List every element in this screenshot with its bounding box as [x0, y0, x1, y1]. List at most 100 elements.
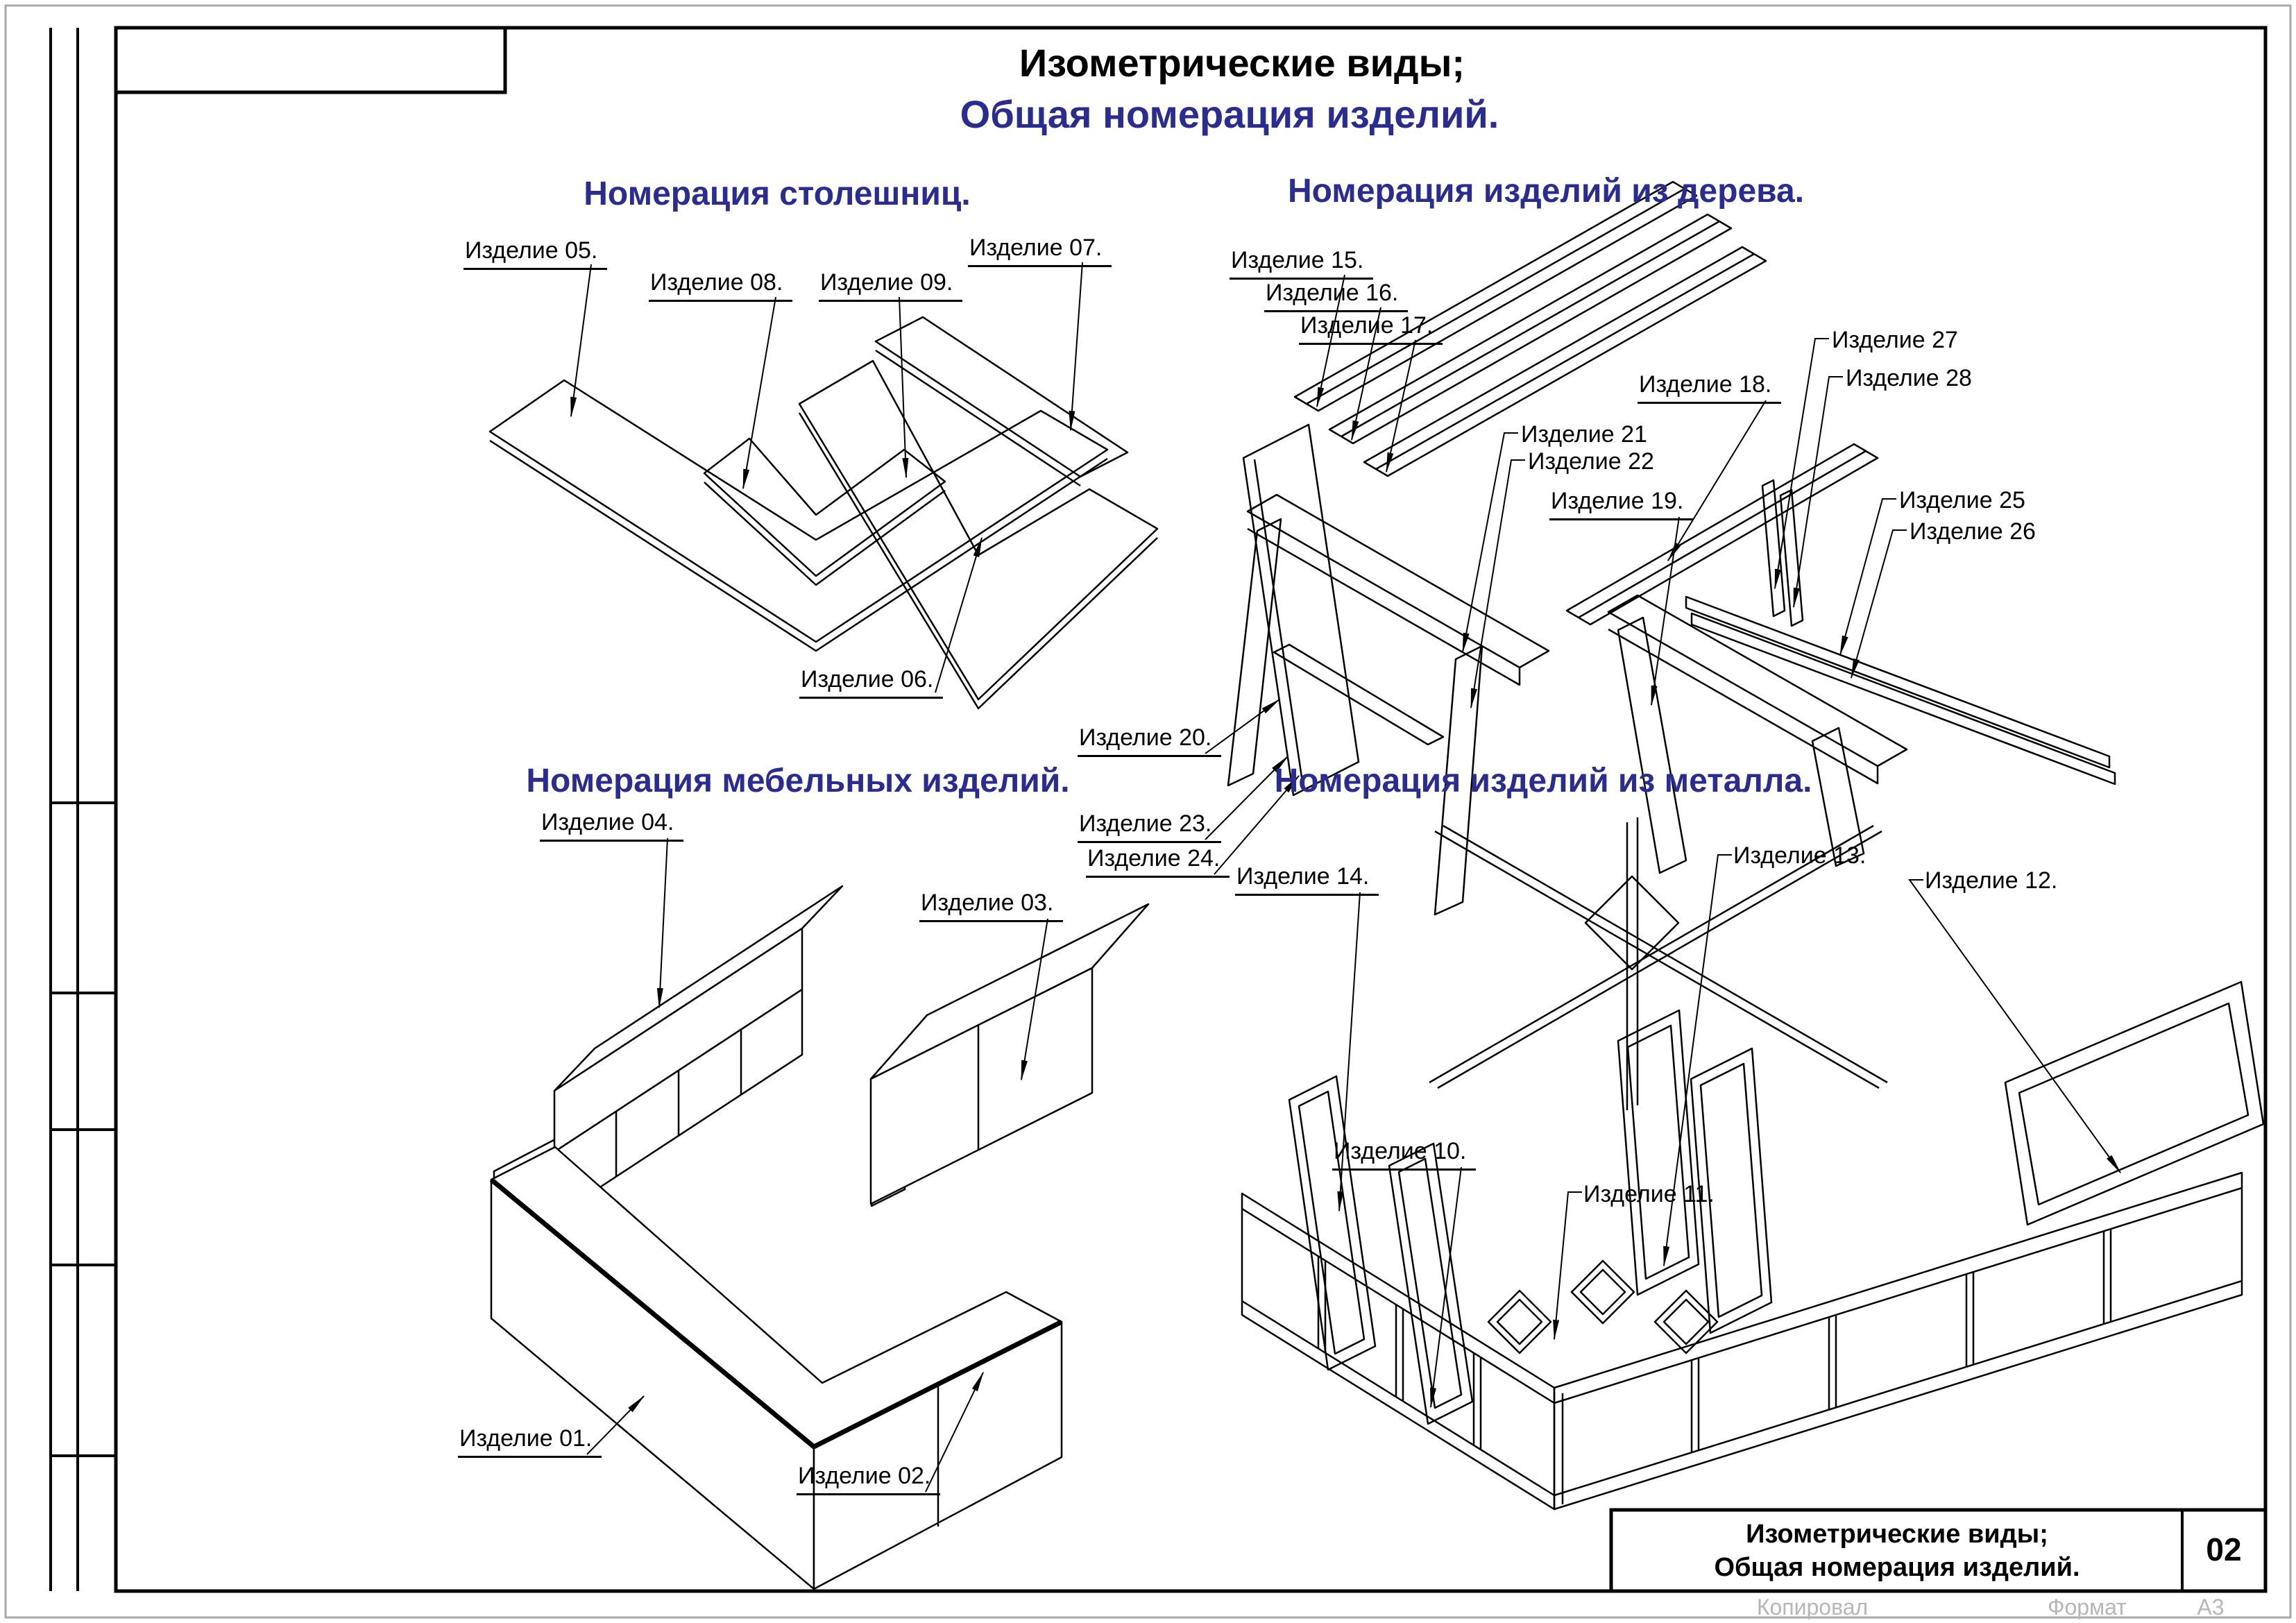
label-izdelie-23: Изделие 23. — [1078, 810, 1222, 844]
main-frame — [114, 26, 2268, 1593]
slab-05-thickness — [489, 439, 1108, 652]
heading-furniture: Номерация мебельных изделий. — [526, 763, 1070, 799]
leader-izdelie-26 — [1851, 529, 1907, 679]
railing-left-rails — [1241, 1207, 1555, 1497]
label-izdelie-03: Изделие 03. — [919, 890, 1064, 923]
trestle-left-beam — [1246, 493, 1550, 669]
label-izdelie-14: Изделие 14. — [1235, 863, 1379, 897]
frame-14-inner — [1298, 1090, 1366, 1355]
cabinet-03-front — [869, 967, 1094, 1205]
title-block-line2: Общая номерация изделий. — [1714, 1553, 2080, 1582]
plank-16 — [1328, 213, 1733, 445]
rail-26 — [1690, 612, 2116, 785]
plank-15 — [1293, 180, 1698, 412]
brace-diamond — [1584, 875, 1680, 971]
leader-izdelie-22 — [1470, 459, 1525, 709]
trestle-right-beam-thickness — [1608, 628, 1879, 785]
page-border — [4, 4, 2292, 1619]
slab-07-thickness — [875, 349, 1081, 487]
leader-izdelie-23 — [1205, 755, 1289, 840]
leader-izdelie-21 — [1462, 432, 1518, 654]
slab-06-thickness — [798, 412, 1158, 710]
leader-izdelie-19 — [1651, 516, 1680, 706]
label-izdelie-26: Изделие 26 — [1910, 518, 2036, 545]
slab-07 — [874, 316, 1129, 478]
plank-15-edge — [1306, 187, 1685, 405]
slab-06 — [798, 359, 1159, 701]
leader-izdelie-05 — [570, 264, 592, 418]
leader-izdelie-20 — [1205, 698, 1281, 754]
tabletop-panel-edge — [1253, 459, 1303, 778]
slab-08-09 — [703, 437, 946, 577]
railing-left-posts — [1317, 1256, 1482, 1450]
label-izdelie-12: Изделие 12. — [1925, 867, 2058, 894]
leader-izdelie-17 — [1386, 339, 1416, 473]
leader-izdelie-09 — [899, 296, 909, 479]
post-27 — [1761, 479, 1786, 618]
frame-13a-outer — [1617, 1009, 1700, 1296]
label-izdelie-06: Изделие 06. — [799, 666, 944, 699]
label-izdelie-24: Изделие 24. — [1086, 845, 1230, 878]
title-block-border — [1609, 1508, 2268, 1593]
label-izdelie-09: Изделие 09. — [819, 269, 963, 303]
leader-izdelie-03 — [1021, 918, 1048, 1081]
frame-14-outer — [1288, 1075, 1377, 1371]
drawing-metal — [1241, 817, 2265, 1511]
leader-izdelie-10 — [1430, 1166, 1462, 1409]
label-izdelie-15: Изделие 15. — [1230, 247, 1374, 280]
leader-izdelie-24 — [1214, 774, 1300, 875]
label-izdelie-18: Изделие 18. — [1638, 371, 1782, 405]
leader-izdelie-08 — [742, 296, 776, 490]
footer-format-value: А3 — [2197, 1595, 2225, 1620]
leader-izdelie-11 — [1553, 1191, 1582, 1341]
trestle-right-leg-back — [1617, 616, 1687, 874]
railing-right-outer — [1553, 1171, 2243, 1511]
label-izdelie-05: Изделие 05. — [464, 237, 608, 271]
sheet-frame — [4, 4, 2292, 1619]
main-title-line2: Общая номерация изделий. — [960, 92, 1499, 136]
label-izdelie-02: Изделие 02. — [797, 1463, 941, 1496]
label-izdelie-07: Изделие 07. — [968, 235, 1112, 268]
label-izdelie-17: Изделие 17. — [1299, 312, 1443, 346]
board-18-edge — [1578, 450, 1866, 619]
label-izdelie-20: Изделие 20. — [1078, 724, 1222, 758]
plank-16-edge — [1341, 220, 1720, 438]
leader-izdelie-15 — [1316, 274, 1345, 408]
leader-izdelie-12 — [1908, 879, 2122, 1174]
label-izdelie-19: Изделие 19. — [1549, 488, 1694, 521]
trestle-left-leg-front — [1434, 645, 1483, 916]
leader-izdelie-06 — [935, 536, 983, 693]
leader-izdelie-25 — [1839, 498, 1896, 656]
sheet-number: 02 — [2206, 1531, 2242, 1567]
board-18 — [1565, 443, 1879, 626]
label-izdelie-11: Изделие 11. — [1583, 1181, 1715, 1207]
label-izdelie-21: Изделие 21 — [1521, 421, 1647, 448]
trestle-right-leg-front — [1811, 726, 1865, 867]
railing-left-outer — [1241, 1192, 1556, 1511]
heading-countertops: Номерация столешниц. — [584, 176, 971, 212]
frame-13b-outer — [1690, 1047, 1773, 1334]
brace-cross — [1429, 824, 1888, 1089]
label-izdelie-25: Изделие 25 — [1899, 487, 2025, 513]
leader-izdelie-02 — [925, 1371, 984, 1493]
hutch-divider — [615, 1030, 742, 1177]
slab-08-09-thickness — [704, 482, 946, 586]
frame-10-inner — [1397, 1157, 1463, 1409]
slab-05 — [488, 379, 1109, 643]
label-izdelie-27: Изделие 27 — [1832, 327, 1958, 353]
title-block-line1: Изометрические виды; — [1746, 1520, 2048, 1549]
frame-13a-inner — [1626, 1024, 1690, 1280]
railing-right-rails — [1554, 1187, 2243, 1497]
label-izdelie-13: Изделие 13. — [1733, 842, 1866, 869]
brace-vertical — [1626, 817, 1639, 1110]
label-izdelie-01: Изделие 01. — [458, 1425, 602, 1459]
small-frame-11a — [1487, 1289, 1552, 1354]
trestle-left-leg-back — [1227, 518, 1282, 787]
leader-lines — [570, 262, 2122, 1493]
small-frame-11b — [1570, 1259, 1635, 1325]
top-left-box — [114, 26, 507, 94]
main-title-line1: Изометрические виды; — [1019, 41, 1465, 85]
drawing-wood — [1227, 180, 2116, 916]
